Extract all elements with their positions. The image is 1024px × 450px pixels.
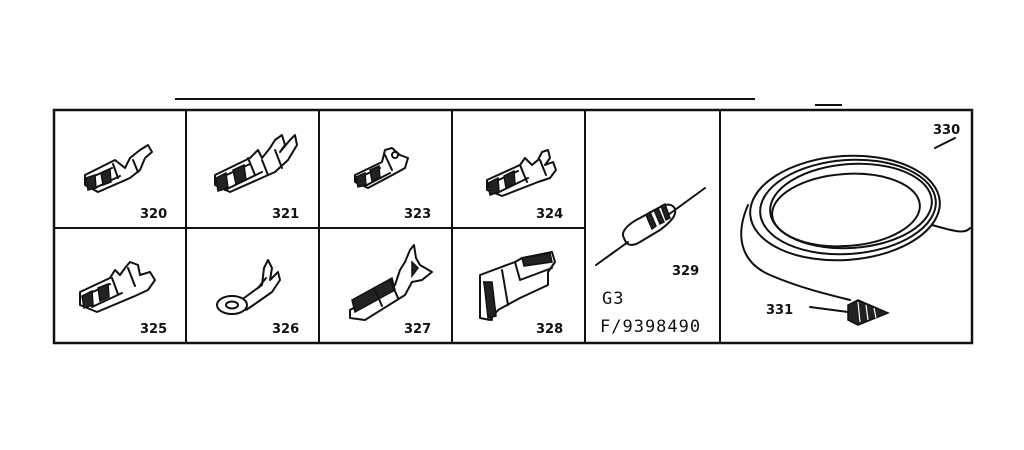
wire-coil-330	[740, 137, 971, 301]
terminal-321	[214, 134, 298, 193]
model-code-line2: F/9398490	[600, 317, 701, 337]
terminal-326	[216, 259, 281, 315]
sleeve-328	[479, 251, 556, 321]
part-number-325: 325	[140, 322, 167, 337]
part-number-327: 327	[404, 322, 431, 337]
part-number-323: 323	[404, 207, 431, 222]
terminal-320	[84, 144, 153, 193]
terminal-327	[349, 244, 433, 321]
part-number-330: 330	[933, 123, 960, 138]
part-number-331: 331	[766, 303, 793, 318]
model-code-line1: G3	[602, 289, 624, 309]
parts-table-frame	[52, 108, 974, 345]
resistor-329	[595, 187, 706, 266]
terminal-323	[354, 147, 409, 189]
wire-tip-331	[809, 299, 890, 326]
terminal-324	[486, 149, 557, 197]
part-number-324: 324	[536, 207, 563, 222]
part-number-329: 329	[672, 264, 699, 279]
part-number-326: 326	[272, 322, 299, 337]
part-number-321: 321	[272, 207, 299, 222]
part-number-320: 320	[140, 207, 167, 222]
terminal-325	[79, 261, 156, 313]
part-number-328: 328	[536, 322, 563, 337]
